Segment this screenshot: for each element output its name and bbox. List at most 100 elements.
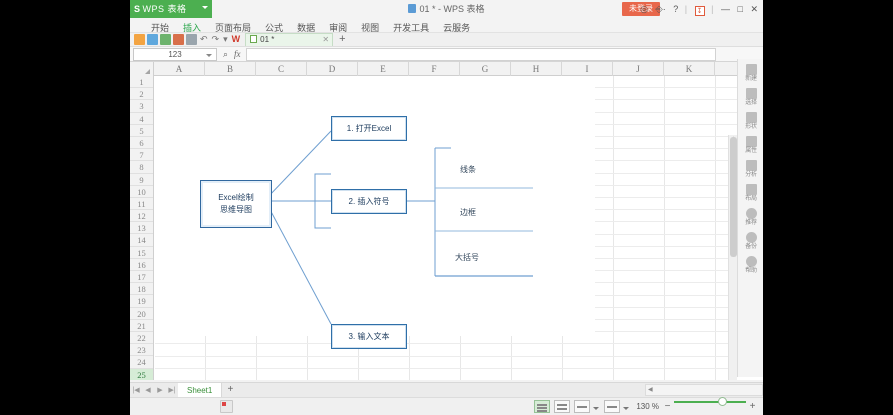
print-icon[interactable] [173, 34, 184, 45]
redo-icon[interactable]: ↷ [211, 34, 220, 44]
row-header-22[interactable]: 22 [130, 332, 153, 345]
view-page-break-button[interactable] [574, 400, 591, 413]
row-header-24[interactable]: 24 [130, 356, 153, 369]
column-header-e[interactable]: E [358, 62, 409, 76]
sheet-tab-sheet1[interactable]: Sheet1 [178, 383, 223, 398]
sheet-nav-first[interactable]: |◀ [132, 387, 140, 394]
mindmap-branch-1[interactable]: 1. 打开Excel [331, 116, 407, 141]
column-header-k[interactable]: K [664, 62, 715, 76]
view-page-layout-button[interactable] [554, 400, 571, 413]
sidebar-item-属性[interactable]: 属性 [738, 131, 763, 155]
row-header-23[interactable]: 23 [130, 344, 153, 357]
login-button[interactable]: 未登录 [622, 2, 660, 16]
zoom-in-button[interactable]: + [749, 401, 756, 412]
row-header-13[interactable]: 13 [130, 222, 153, 235]
column-header-i[interactable]: I [562, 62, 613, 76]
sheet-nav-prev[interactable]: ◀ [145, 387, 151, 394]
menu-item-start[interactable]: 开始 [151, 23, 170, 33]
status-cell-icon[interactable] [220, 400, 233, 413]
undo-icon[interactable]: ↶ [200, 34, 208, 44]
sidebar-item-分析[interactable]: 分析 [738, 155, 763, 179]
wps-w-icon[interactable]: W [231, 34, 241, 44]
column-header-g[interactable]: G [460, 62, 511, 76]
column-header-j[interactable]: J [613, 62, 664, 76]
menu-item-developer-tools[interactable]: 开发工具 [393, 23, 430, 33]
menu-item-view[interactable]: 视图 [361, 23, 380, 33]
minimize-button[interactable]: — [720, 4, 730, 14]
close-tab-icon[interactable]: ✕ [322, 35, 330, 44]
mindmap-branch-2[interactable]: 2. 插入符号 [331, 189, 407, 214]
horizontal-scrollbar[interactable]: ◀ [645, 384, 763, 396]
sidebar-item-备份[interactable]: 备份 [738, 227, 763, 251]
view-reading-button[interactable] [604, 400, 621, 413]
mindmap-sub-branch-3[interactable]: 大括号 [455, 253, 479, 262]
column-header-c[interactable]: C [256, 62, 307, 76]
column-header-f[interactable]: F [409, 62, 460, 76]
row-header-5[interactable]: 5 [130, 125, 153, 137]
row-header-10[interactable]: 10 [130, 186, 153, 198]
share-icon[interactable]: ⎆· [655, 4, 666, 14]
row-header-7[interactable]: 7 [130, 149, 153, 162]
sidebar-item-帮助[interactable]: 帮助 [738, 251, 763, 275]
reading-options-chevron-down-icon[interactable] [623, 407, 630, 410]
chevron-down-icon[interactable] [202, 6, 208, 9]
save-as-icon[interactable] [160, 34, 171, 45]
row-header-19[interactable]: 19 [130, 295, 153, 308]
menu-item-review[interactable]: 审阅 [329, 23, 348, 33]
menu-item-data[interactable]: 数据 [297, 23, 316, 33]
view-normal-button[interactable] [534, 400, 551, 413]
row-header-2[interactable]: 2 [130, 88, 153, 101]
mindmap-branch-3[interactable]: 3. 输入文本 [331, 324, 407, 349]
sheet-nav-last[interactable]: ▶| [168, 387, 176, 394]
row-header-18[interactable]: 18 [130, 283, 153, 296]
menu-item-formula[interactable]: 公式 [265, 23, 284, 33]
name-box-chevron-down-icon[interactable] [206, 54, 212, 57]
row-header-1[interactable]: 1 [130, 76, 153, 89]
close-button[interactable]: ✕ [750, 4, 758, 14]
new-tab-button[interactable]: + [339, 33, 346, 45]
row-header-3[interactable]: 3 [130, 100, 153, 113]
row-header-17[interactable]: 17 [130, 271, 153, 284]
row-header-6[interactable]: 6 [130, 137, 153, 150]
zoom-slider-handle[interactable] [718, 397, 727, 406]
sheet-nav-next[interactable]: ▶ [157, 387, 163, 394]
row-header-8[interactable]: 8 [130, 161, 153, 174]
row-header-9[interactable]: 9 [130, 174, 153, 186]
row-header-21[interactable]: 21 [130, 320, 153, 332]
scroll-left-icon[interactable]: ◀ [648, 387, 653, 393]
help-icon[interactable]: ? [673, 4, 679, 14]
row-header-16[interactable]: 16 [130, 259, 153, 271]
insert-function-icon[interactable]: fx [234, 49, 241, 59]
vertical-scrollbar[interactable]: ▲ ▼ [728, 135, 737, 380]
save-icon[interactable] [147, 34, 158, 45]
formula-input[interactable] [245, 48, 716, 61]
row-header-20[interactable]: 20 [130, 308, 153, 320]
qat-dropdown-icon[interactable]: ▾ [223, 34, 228, 44]
print-preview-icon[interactable] [186, 34, 197, 45]
row-header-14[interactable]: 14 [130, 234, 153, 247]
column-header-b[interactable]: B [205, 62, 256, 76]
document-tab-01[interactable]: 01 *✕ [245, 33, 334, 46]
menu-item-cloud-service[interactable]: 云服务 [443, 23, 471, 33]
menu-item-page-layout[interactable]: 页面布局 [215, 23, 252, 33]
row-header-11[interactable]: 11 [130, 198, 153, 211]
maximize-button[interactable]: □ [737, 4, 743, 14]
mindmap-sub-branch-2[interactable]: 边框 [460, 208, 476, 217]
globe-icon[interactable]: ◎ [640, 4, 648, 14]
open-file-icon[interactable] [134, 34, 145, 45]
save-cloud-icon[interactable]: ↧ [694, 6, 705, 16]
mindmap-root-node[interactable]: Excel绘制 思维导图 [200, 180, 272, 228]
row-header-15[interactable]: 15 [130, 247, 153, 259]
mindmap-sub-branch-1[interactable]: 线条 [460, 165, 476, 174]
column-header-h[interactable]: H [511, 62, 562, 76]
sidebar-item-形状[interactable]: 形状 [738, 107, 763, 131]
column-header-d[interactable]: D [307, 62, 358, 76]
sidebar-item-推荐[interactable]: 推荐 [738, 203, 763, 227]
row-header-12[interactable]: 12 [130, 210, 153, 223]
add-sheet-button[interactable]: + [227, 384, 234, 395]
view-options-chevron-down-icon[interactable] [593, 407, 600, 410]
vertical-scroll-thumb[interactable] [730, 137, 737, 257]
name-box[interactable]: 123 [133, 48, 217, 61]
menu-item-insert[interactable]: 插入 [183, 23, 202, 33]
